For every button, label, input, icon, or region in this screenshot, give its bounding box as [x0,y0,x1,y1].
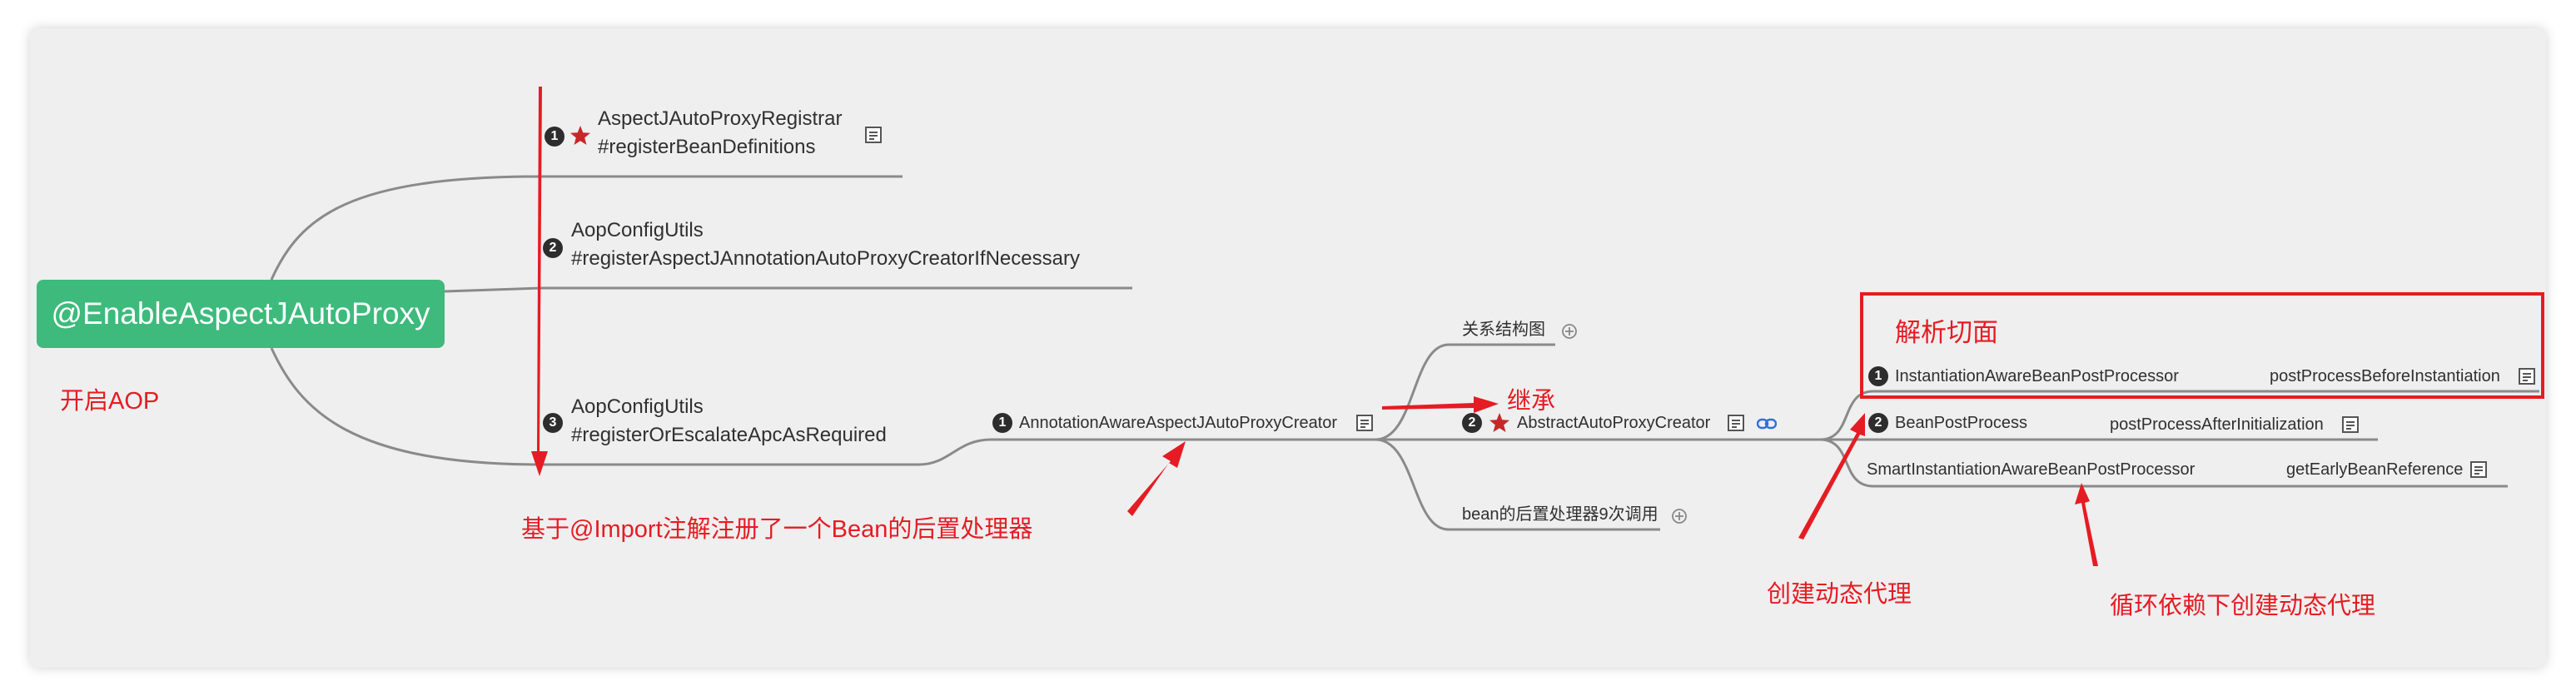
aopconfig2-line1[interactable]: AopConfigUtils [571,395,704,418]
registrar-line2[interactable]: #registerBeanDefinitions [598,136,816,158]
connector-creator-ninecalls [1375,438,1450,531]
import-annotation: 基于@Import注解注册了一个Bean的后置处理器 [521,516,1033,543]
priority-2-badge: 2 [543,238,563,258]
root-annotation: 开启AOP [60,388,160,415]
connector-creator-relation [1375,343,1450,441]
creator-node[interactable]: AnnotationAwareAspectJAutoProxyCreator [1019,414,1338,432]
note-icon[interactable] [1727,414,1745,432]
nine-calls-node[interactable]: bean的后置处理器9次调用 [1462,505,1658,524]
priority-3-badge: 3 [543,413,563,433]
priority-1-badge: 1 [992,413,1012,433]
priority-1-badge: 1 [545,127,564,147]
star-icon [1489,413,1509,432]
plus-circle-icon[interactable] [1670,507,1688,525]
connector-root-aopconfig-2 [270,347,542,466]
priority-1-badge: 1 [1868,366,1888,386]
mindmap-canvas [30,28,2546,668]
aopconfig1-line2[interactable]: #registerAspectJAnnotationAutoProxyCreat… [571,247,1080,270]
connector-abstract-instantiation [1819,390,1874,441]
relation-diagram-node[interactable]: 关系结构图 [1462,321,1545,339]
aopconfig2-line2[interactable]: #registerOrEscalateApcAsRequired [571,424,887,446]
priority-2-badge: 2 [1462,413,1482,433]
arrow-create-proxy-icon [1798,413,1865,539]
early-bean-reference-node[interactable]: getEarlyBeanReference [2286,460,2464,479]
vertical-arrow-icon [531,87,548,476]
connector-aopconfig-creator [918,438,992,466]
circular-proxy-annotation: 循环依赖下创建动态代理 [2110,593,2376,619]
link-icon[interactable] [1757,416,1777,431]
root-node[interactable]: @EnableAspectJAutoProxy [37,280,445,348]
note-icon[interactable] [2518,367,2536,385]
parse-aspect-frame [1860,292,2544,399]
inherit-annotation: 继承 [1507,388,1556,415]
registrar-line1[interactable]: AspectJAutoProxyRegistrar [598,107,843,130]
plus-circle-icon[interactable] [1560,322,1579,341]
after-initialization-node[interactable]: postProcessAfterInitialization [2110,415,2324,434]
arrow-circular-proxy-icon [2075,483,2098,566]
before-instantiation-node[interactable]: postProcessBeforeInstantiation [2270,367,2500,385]
instantiation-processor-node[interactable]: InstantiationAwareBeanPostProcessor [1895,367,2179,385]
arrow-inherit-icon [1382,396,1499,413]
connector-abstract-smart [1819,438,1874,488]
parse-aspect-annotation: 解析切面 [1895,318,1998,347]
connector-root-registrar [270,175,542,281]
note-icon[interactable] [1355,414,1374,432]
priority-2-badge: 2 [1868,413,1888,433]
note-icon[interactable] [2469,460,2488,479]
aopconfig1-line1[interactable]: AopConfigUtils [571,219,704,241]
create-proxy-annotation: 创建动态代理 [1767,581,1912,608]
note-icon[interactable] [864,126,883,144]
note-icon[interactable] [2341,415,2360,434]
connector-root-aopconfig-1 [444,286,542,293]
abstract-creator-node[interactable]: AbstractAutoProxyCreator [1517,414,1711,432]
bean-post-process-node[interactable]: BeanPostProcess [1895,414,2027,432]
star-icon [570,126,590,145]
arrow-to-creator-icon [1127,441,1186,516]
smart-instantiation-processor-node[interactable]: SmartInstantiationAwareBeanPostProcessor [1867,460,2196,479]
